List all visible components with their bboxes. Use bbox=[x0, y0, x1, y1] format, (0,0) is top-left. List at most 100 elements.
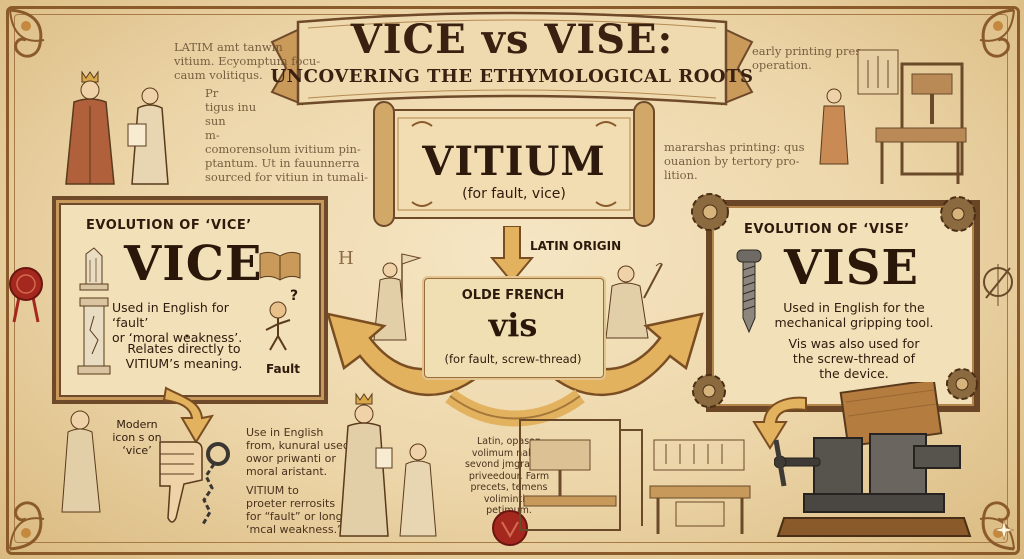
vise-word: VISE bbox=[784, 240, 919, 296]
english-usage-notes: Use in English from, kunural used owor p… bbox=[246, 426, 366, 478]
corner-flourish-top-left-icon bbox=[9, 8, 45, 58]
modern-icons-note: Modern icon s on ‘vice’ bbox=[102, 418, 172, 457]
vitium-scroll bbox=[373, 101, 655, 227]
latin-bottom-line: sevond jmgrasy to bbox=[464, 459, 554, 470]
cracked-pillar-icon bbox=[77, 297, 111, 375]
fault-label: Fault bbox=[266, 362, 300, 376]
latin-notes-fragment: Pr tigus inu sun m- bbox=[205, 86, 265, 142]
note-line: Pr bbox=[205, 86, 219, 100]
modern-icons-line: Modern bbox=[116, 418, 158, 431]
old-french-word: vis bbox=[488, 306, 538, 344]
workbench-illustration-icon bbox=[649, 439, 751, 534]
vice-usage-line: or ‘moral weakness’. bbox=[112, 330, 243, 345]
english-note-line: owor priwanti or bbox=[246, 452, 336, 465]
vitium-usage-notes: VITIUM to proeter rerrosits for “fault” … bbox=[246, 484, 366, 536]
old-french-meaning: (for fault, screw-thread) bbox=[444, 352, 582, 366]
note-line: LATIM amt tanwin bbox=[174, 40, 283, 54]
title-banner bbox=[270, 11, 754, 106]
confused-figure-icon bbox=[265, 301, 291, 351]
vice-word: VICE bbox=[124, 236, 263, 292]
sparkle-icon bbox=[994, 520, 1014, 540]
curved-arrow-to-vise-icon bbox=[752, 396, 807, 450]
vise-thread-text: Vis was also used for the screw-thread o… bbox=[764, 336, 944, 381]
vitium-note-line: ‘mcal weakness.” bbox=[246, 523, 343, 536]
gear-bottom-left-icon bbox=[692, 374, 726, 408]
king-and-child-illustration-icon bbox=[339, 392, 437, 537]
vice-usage-text: Used in English for ‘fault’ or ‘moral we… bbox=[112, 300, 262, 345]
latin-notes-paragraph: comorensolum ivitium pin- ptantum. Ut in… bbox=[205, 142, 375, 184]
screw-icon bbox=[736, 249, 762, 334]
corner-flourish-top-right-icon bbox=[979, 8, 1015, 58]
modern-icons-line: ‘vice’ bbox=[122, 444, 152, 457]
wax-seal-bottom-icon bbox=[492, 510, 528, 546]
latin-origin-label: LATIN ORIGIN bbox=[530, 239, 622, 253]
thumbs-down-handcuff-icon bbox=[159, 441, 230, 527]
arrow-down-icon bbox=[490, 226, 534, 284]
latin-notes-top-left: LATIM amt tanwin vitium. Ecyomptum focu-… bbox=[174, 40, 324, 82]
note-line: mararshas printing: qus bbox=[664, 140, 805, 154]
vise-panel-heading: EVOLUTION OF ‘VISE’ bbox=[744, 222, 910, 237]
bench-vise-icon bbox=[774, 382, 972, 537]
printing-press-illustration-icon bbox=[819, 49, 967, 184]
vitium-note-line: VITIUM to bbox=[246, 484, 299, 497]
note-line: sun bbox=[205, 114, 226, 128]
page-title: VICE vs VISE: bbox=[350, 16, 674, 63]
english-note-line: Use in English bbox=[246, 426, 324, 439]
compass-icon bbox=[983, 264, 1013, 306]
outer-frame bbox=[6, 6, 1020, 555]
note-line: ptantum. Ut in fauunnerra bbox=[205, 156, 360, 170]
vise-usage-text: Used in English for the mechanical gripp… bbox=[764, 300, 944, 330]
latin-bottom-line: priveedour. Farm bbox=[468, 470, 550, 482]
vise-thread-line: the screw-thread of bbox=[792, 351, 916, 366]
vice-usage-line: Used in English for ‘fault’ bbox=[112, 300, 229, 330]
curved-arrow-down-left-icon bbox=[162, 386, 215, 444]
wax-seal-left-icon bbox=[9, 267, 43, 323]
note-line: comorensolum ivitium pin- bbox=[205, 142, 361, 156]
english-note-line: moral aristant. bbox=[246, 465, 328, 478]
broken-column-icon bbox=[79, 247, 109, 291]
vise-usage-line: Used in English for the bbox=[783, 300, 925, 315]
note-line: operation. bbox=[752, 58, 812, 72]
note-line: caum volitiqus. bbox=[174, 68, 263, 82]
gear-bottom-right-icon bbox=[946, 368, 978, 400]
vitium-note-line: for “fault” or long bbox=[246, 510, 343, 523]
vise-usage-line: mechanical gripping tool. bbox=[774, 315, 934, 330]
vitium-note-line: proeter rerrosits bbox=[246, 497, 336, 510]
open-book-icon bbox=[259, 251, 301, 281]
latin-bottom-line: volimum nalate bbox=[471, 447, 547, 459]
scribe-with-quill-illustration-icon bbox=[605, 262, 663, 339]
old-french-box bbox=[424, 278, 604, 378]
question-mark: ? bbox=[290, 288, 299, 304]
vice-relation-line: Relates directly to bbox=[127, 341, 241, 356]
gear-top-left-icon bbox=[691, 193, 729, 231]
gear-top-right-icon bbox=[940, 196, 976, 232]
printing-notes-top-right: early printing pres- operation. bbox=[752, 44, 892, 72]
latin-bottom-line: precets, temens bbox=[470, 482, 548, 493]
vice-bullet: · bbox=[184, 328, 190, 343]
vice-relation-text: Relates directly to VITIUM’s meaning. bbox=[104, 341, 264, 371]
vice-relation-line: VITIUM’s meaning. bbox=[125, 356, 243, 371]
english-note-line: from, kunural used bbox=[246, 439, 350, 452]
latin-bottom-line: volimintim bbox=[483, 493, 535, 505]
printing-notes-mid-right: mararshas printing: qus ouanion by terto… bbox=[664, 140, 814, 182]
note-line: sourced for vitiun in tumali- bbox=[205, 170, 369, 184]
old-press-illustration-icon bbox=[519, 419, 643, 531]
old-french-heading: OLDE FRENCH bbox=[461, 288, 565, 303]
corner-flourish-bottom-left-icon bbox=[9, 501, 45, 551]
note-line: early printing pres- bbox=[752, 44, 866, 58]
vice-panel-heading: EVOLUTION OF ‘VICE’ bbox=[86, 218, 252, 233]
vise-thread-line: the device. bbox=[819, 366, 889, 381]
note-line: vitium. Ecyomptum focu- bbox=[174, 54, 321, 68]
vitium-meaning: (for fault, vice) bbox=[462, 186, 566, 202]
latin-bottom-line: Latin, opason bbox=[477, 436, 541, 447]
king-and-scribe-illustration-icon bbox=[65, 70, 169, 185]
vise-thread-line: Vis was also used for bbox=[788, 336, 920, 351]
note-line: lition. bbox=[664, 168, 698, 182]
decor-letter: H bbox=[338, 248, 354, 269]
page-subtitle: UNCOVERING THE ETHYMOLOGICAL ROOTS bbox=[270, 66, 754, 87]
modern-icons-line: icon s on bbox=[112, 431, 162, 444]
vitium-word: VITIUM bbox=[422, 138, 606, 185]
note-line: ouanion by tertory pro- bbox=[664, 154, 800, 168]
note-line: m- bbox=[205, 128, 220, 142]
